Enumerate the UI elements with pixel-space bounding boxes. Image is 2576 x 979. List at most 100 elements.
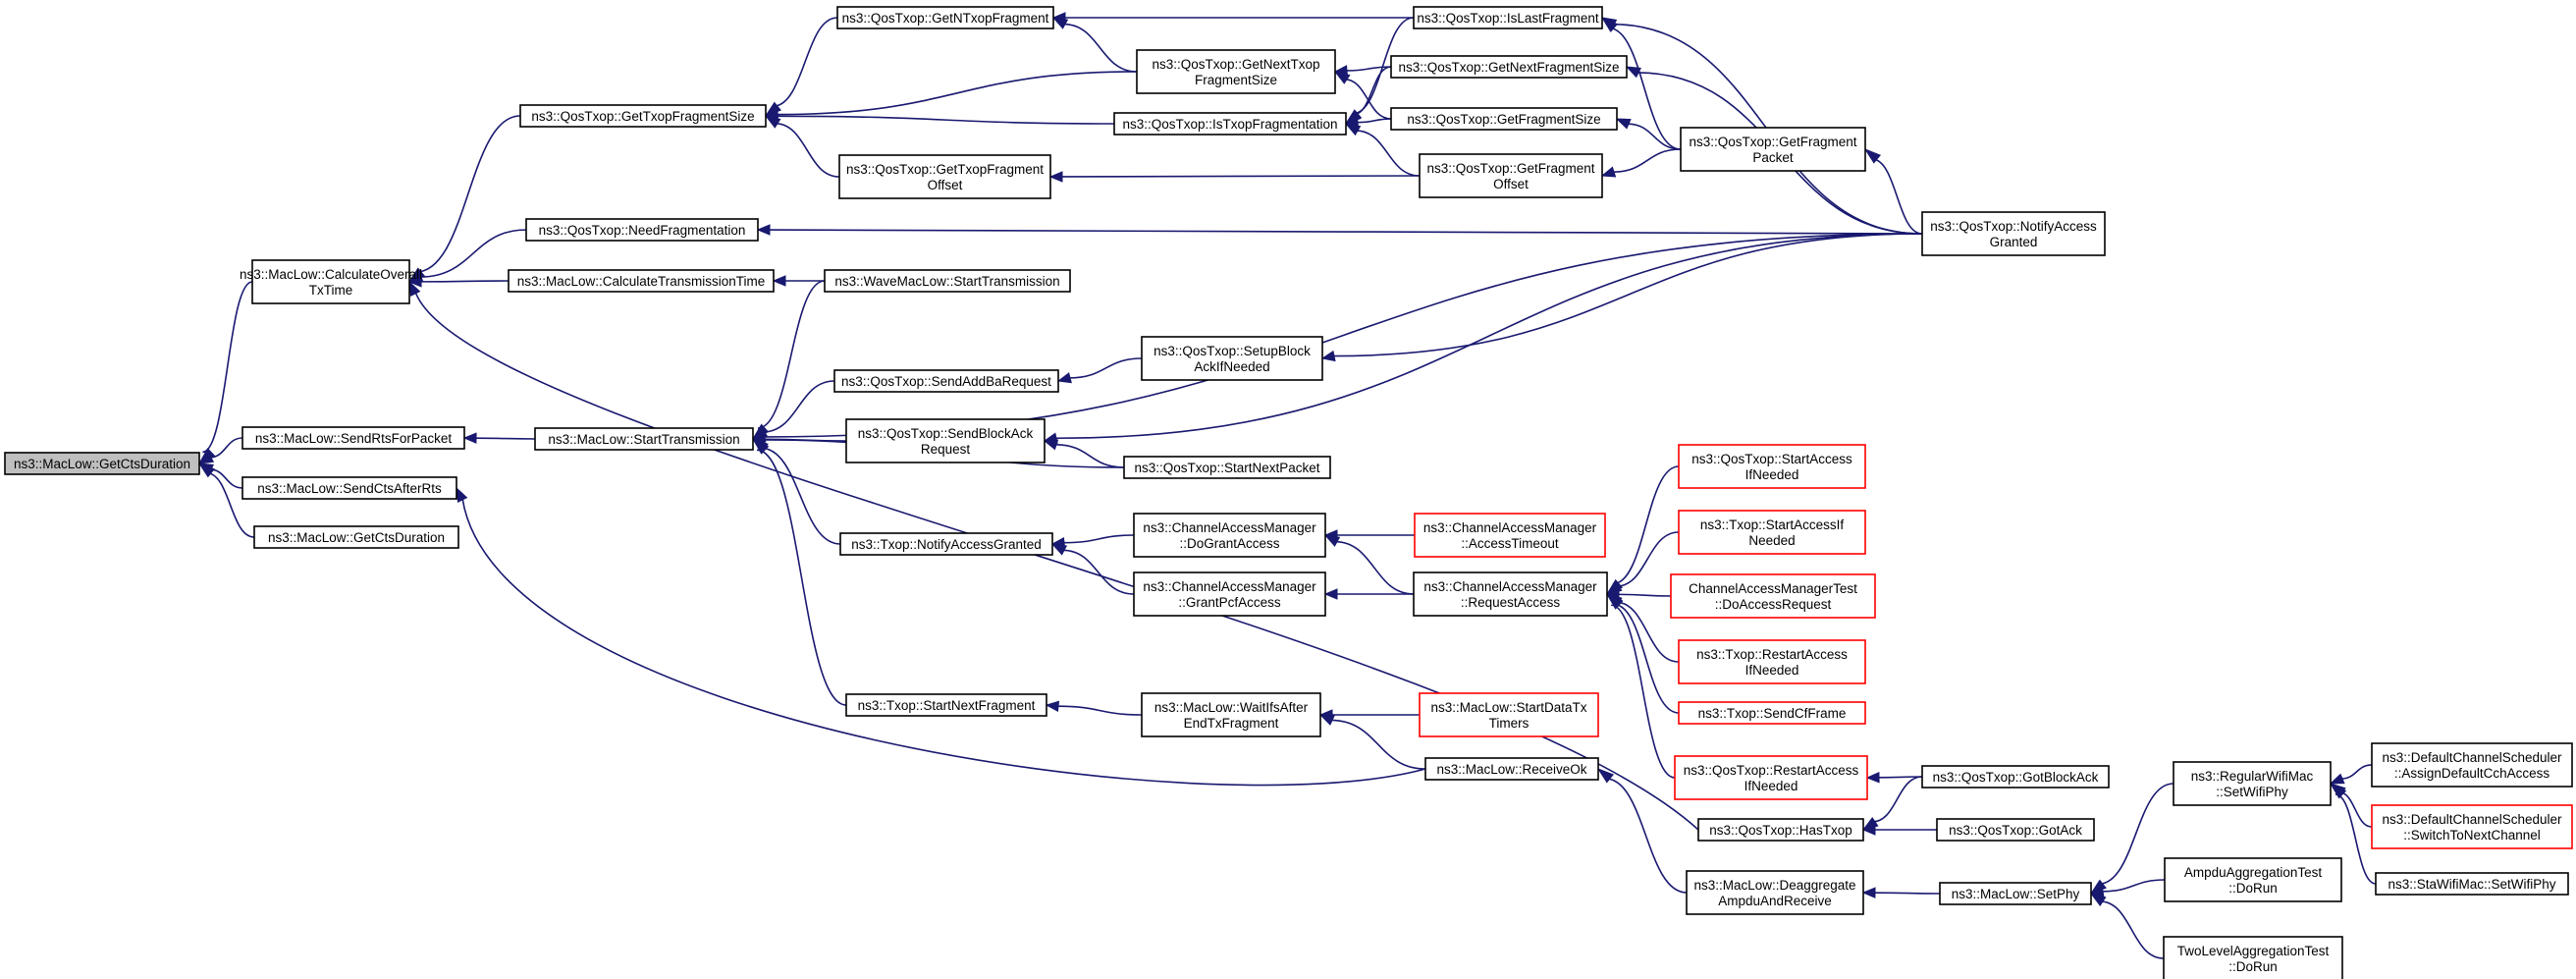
node-box[interactable] bbox=[1674, 755, 1868, 800]
node-box[interactable] bbox=[1390, 107, 1618, 131]
node-box[interactable] bbox=[1413, 571, 1608, 617]
node-box[interactable] bbox=[519, 104, 767, 128]
graph-node-n43[interactable]: ns3::MacLow::SetPhy bbox=[1939, 882, 2092, 905]
graph-node-n45[interactable]: AmpduAggregationTest::DoRun bbox=[2164, 857, 2342, 902]
node-box[interactable] bbox=[2371, 804, 2573, 849]
node-box[interactable] bbox=[251, 259, 410, 304]
node-box[interactable] bbox=[534, 427, 754, 451]
graph-node-n38[interactable]: ns3::QosTxop::HasTxop bbox=[1697, 818, 1864, 842]
node-box[interactable] bbox=[1670, 573, 1876, 619]
graph-node-n49[interactable]: ns3::StaWifiMac::SetWifiPhy bbox=[2375, 872, 2569, 896]
graph-node-n14[interactable]: ns3::Txop::NotifyAccessGranted bbox=[839, 532, 1053, 556]
node-box[interactable] bbox=[1419, 692, 1599, 737]
node-box[interactable] bbox=[1939, 882, 2092, 905]
node-box[interactable] bbox=[1390, 55, 1628, 79]
node-box[interactable] bbox=[1697, 818, 1864, 842]
node-box[interactable] bbox=[839, 532, 1053, 556]
node-box[interactable] bbox=[1680, 127, 1866, 172]
graph-node-n4[interactable]: ns3::MacLow::GetCtsDuration bbox=[253, 525, 459, 549]
node-box[interactable] bbox=[1136, 49, 1336, 94]
node-box[interactable] bbox=[1141, 692, 1321, 737]
node-box[interactable] bbox=[1678, 639, 1866, 684]
node-box[interactable] bbox=[2371, 742, 2573, 788]
node-box[interactable] bbox=[1678, 510, 1866, 555]
graph-node-n21[interactable]: ns3::ChannelAccessManager::GrantPcfAcces… bbox=[1133, 571, 1326, 617]
node-box[interactable] bbox=[2163, 936, 2343, 979]
graph-node-n15[interactable]: ns3::Txop::StartNextFragment bbox=[845, 693, 1047, 717]
graph-node-n20[interactable]: ns3::ChannelAccessManager::DoGrantAccess bbox=[1133, 513, 1326, 558]
graph-node-n6[interactable]: ns3::QosTxop::NeedFragmentation bbox=[525, 218, 759, 242]
node-box[interactable] bbox=[242, 426, 465, 450]
node-box[interactable] bbox=[1921, 211, 2106, 256]
node-box[interactable] bbox=[845, 418, 1046, 463]
node-box[interactable] bbox=[824, 269, 1071, 293]
graph-node-n3[interactable]: ns3::MacLow::SendCtsAfterRts bbox=[242, 476, 457, 500]
graph-node-n28[interactable]: ns3::ChannelAccessManager::RequestAccess bbox=[1413, 571, 1608, 617]
node-box[interactable] bbox=[1678, 444, 1866, 489]
graph-node-n48[interactable]: ns3::DefaultChannelScheduler::SwitchToNe… bbox=[2371, 804, 2573, 849]
node-box[interactable] bbox=[845, 693, 1047, 717]
node-box[interactable] bbox=[1413, 6, 1603, 29]
graph-node-n12[interactable]: ns3::QosTxop::SendAddBaRequest bbox=[833, 369, 1059, 393]
graph-node-n46[interactable]: TwoLevelAggregationTest::DoRun bbox=[2163, 936, 2343, 979]
node-box[interactable] bbox=[838, 154, 1051, 199]
graph-node-n8[interactable]: ns3::MacLow::StartTransmission bbox=[534, 427, 754, 451]
graph-node-n36[interactable]: ns3::Txop::SendCfFrame bbox=[1678, 701, 1866, 725]
graph-node-n23[interactable]: ns3::QosTxop::IsLastFragment bbox=[1413, 6, 1603, 29]
node-box[interactable] bbox=[836, 6, 1054, 29]
node-box[interactable] bbox=[525, 218, 759, 242]
graph-node-n40[interactable]: ns3::QosTxop::NotifyAccessGranted bbox=[1921, 211, 2106, 256]
node-box[interactable] bbox=[1141, 336, 1323, 381]
node-box[interactable] bbox=[1921, 765, 2110, 789]
node-box[interactable] bbox=[242, 476, 457, 500]
graph-node-n17[interactable]: ns3::QosTxop::IsTxopFragmentation bbox=[1113, 112, 1347, 136]
node-box[interactable] bbox=[2164, 857, 2342, 902]
node-box[interactable] bbox=[1113, 112, 1347, 136]
graph-node-n47[interactable]: ns3::DefaultChannelScheduler::AssignDefa… bbox=[2371, 742, 2573, 788]
graph-node-n11[interactable]: ns3::WaveMacLow::StartTransmission bbox=[824, 269, 1071, 293]
graph-node-n5[interactable]: ns3::QosTxop::GetTxopFragmentSize bbox=[519, 104, 767, 128]
node-box[interactable] bbox=[253, 525, 459, 549]
graph-node-n0[interactable]: ns3::MacLow::GetCtsDuration bbox=[4, 452, 200, 475]
node-box[interactable] bbox=[508, 269, 775, 293]
graph-node-n44[interactable]: ns3::RegularWifiMac::SetWifiPhy bbox=[2173, 761, 2332, 806]
graph-node-n9[interactable]: ns3::QosTxop::GetNTxopFragment bbox=[836, 6, 1054, 29]
node-box[interactable] bbox=[2375, 872, 2569, 896]
graph-node-n34[interactable]: ChannelAccessManagerTest::DoAccessReques… bbox=[1670, 573, 1876, 619]
graph-node-n24[interactable]: ns3::QosTxop::GetNextFragmentSize bbox=[1390, 55, 1628, 79]
node-box[interactable] bbox=[833, 369, 1059, 393]
graph-node-n42[interactable]: ns3::QosTxop::GotAck bbox=[1936, 818, 2095, 842]
node-box[interactable] bbox=[2173, 761, 2332, 806]
graph-node-n7[interactable]: ns3::MacLow::CalculateTransmissionTime bbox=[508, 269, 775, 293]
graph-node-n41[interactable]: ns3::QosTxop::GotBlockAck bbox=[1921, 765, 2110, 789]
node-box[interactable] bbox=[1424, 757, 1599, 781]
node-box[interactable] bbox=[1133, 571, 1326, 617]
graph-node-n27[interactable]: ns3::ChannelAccessManager::AccessTimeout bbox=[1414, 513, 1606, 558]
node-box[interactable] bbox=[1936, 818, 2095, 842]
graph-node-n25[interactable]: ns3::QosTxop::GetFragmentSize bbox=[1390, 107, 1618, 131]
node-box[interactable] bbox=[1419, 153, 1603, 198]
node-box[interactable] bbox=[1133, 513, 1326, 558]
graph-node-n19[interactable]: ns3::QosTxop::StartNextPacket bbox=[1123, 456, 1331, 479]
graph-node-n30[interactable]: ns3::MacLow::ReceiveOk bbox=[1424, 757, 1599, 781]
node-box[interactable] bbox=[4, 452, 200, 475]
node-box[interactable] bbox=[1123, 456, 1331, 479]
node-box[interactable] bbox=[1414, 513, 1606, 558]
graph-node-n2[interactable]: ns3::MacLow::SendRtsForPacket bbox=[242, 426, 465, 450]
node-box[interactable] bbox=[1678, 701, 1866, 725]
node-box[interactable] bbox=[1686, 870, 1864, 915]
